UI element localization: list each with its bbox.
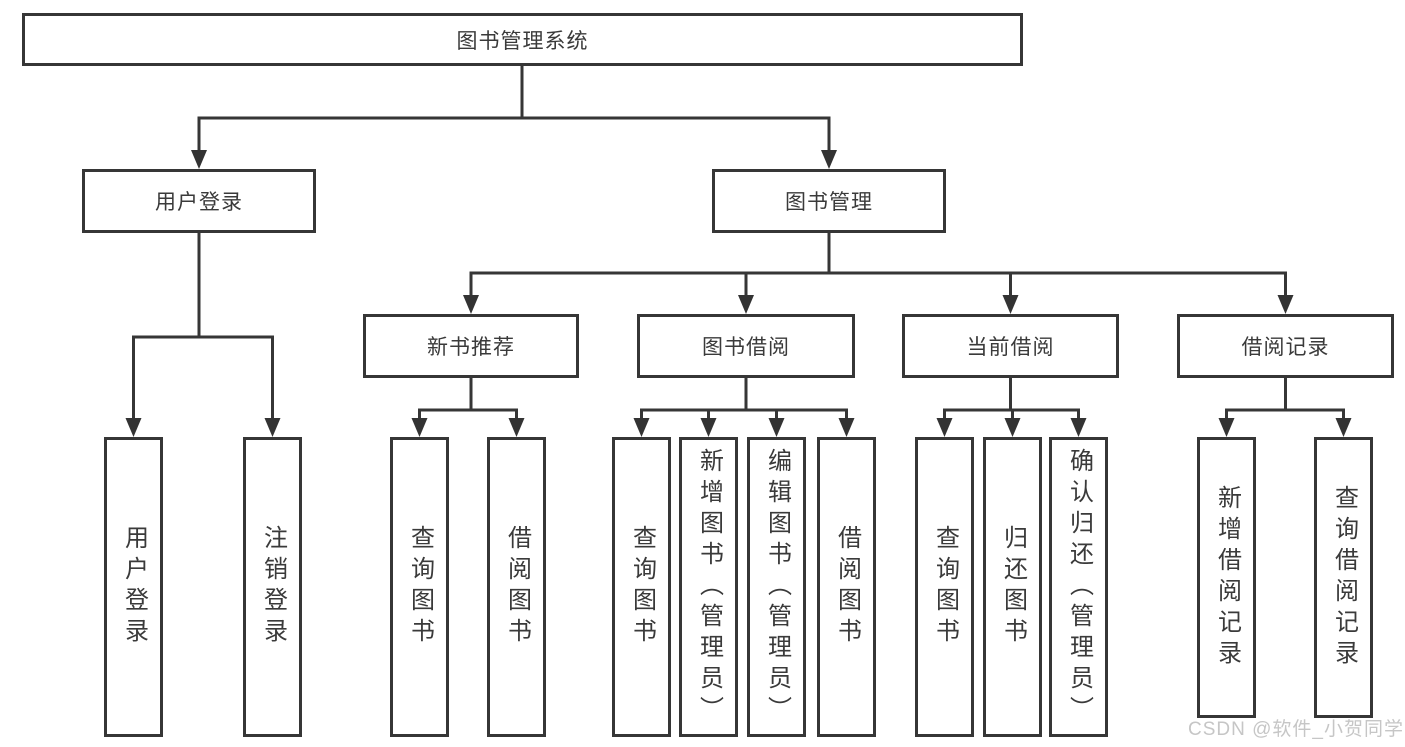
edge-new-book-recommend-to-children	[418, 376, 518, 426]
node-new-book-recommend: 新书推荐	[363, 314, 579, 378]
edge-root-to-level2	[197, 64, 831, 158]
arrow-down-icon	[1335, 418, 1352, 437]
arrow-down-icon	[738, 295, 754, 314]
arrow-down-icon	[125, 418, 142, 437]
leaf-confirm-return-admin: 确认归还（管理员）	[1049, 437, 1108, 737]
leaf-borrow-query-book: 查询图书	[612, 437, 671, 737]
node-root: 图书管理系统	[22, 13, 1023, 66]
leaf-edit-book-admin: 编辑图书（管理员）	[747, 437, 806, 737]
leaf-logout: 注销登录	[243, 437, 302, 737]
edge-book-management-to-level3	[469, 231, 1287, 303]
arrow-down-icon	[1002, 295, 1019, 314]
csdn-watermark: CSDN @软件_小贺同学	[1188, 719, 1404, 740]
arrow-down-icon	[508, 418, 525, 437]
leaf-return-book: 归还图书	[983, 437, 1042, 737]
arrow-down-icon	[411, 418, 428, 437]
arrow-down-icon	[1218, 418, 1235, 437]
edge-borrow-records-to-children	[1225, 376, 1345, 426]
leaf-user-login: 用户登录	[104, 437, 163, 737]
edge-current-borrow-to-children	[943, 376, 1080, 426]
edge-book-borrow-to-children	[640, 376, 848, 426]
node-book-management: 图书管理	[712, 169, 946, 233]
leaf-query-borrow-record: 查询借阅记录	[1314, 437, 1373, 718]
node-user-login: 用户登录	[82, 169, 316, 233]
node-current-borrow: 当前借阅	[902, 314, 1119, 378]
leaf-borrow-book: 借阅图书	[817, 437, 876, 737]
leaf-add-book-admin: 新增图书（管理员）	[679, 437, 738, 737]
leaf-current-query-book: 查询图书	[915, 437, 974, 737]
arrow-down-icon	[700, 418, 717, 437]
arrow-down-icon	[191, 150, 207, 169]
leaf-add-borrow-record: 新增借阅记录	[1197, 437, 1256, 718]
edge-user-login-to-children	[132, 231, 274, 426]
arrow-down-icon	[1070, 418, 1087, 437]
arrow-down-icon	[1277, 295, 1294, 314]
arrow-down-icon	[264, 418, 281, 437]
arrow-down-icon	[633, 418, 650, 437]
arrow-down-icon	[936, 418, 953, 437]
arrow-down-icon	[1004, 418, 1021, 437]
node-borrow-records: 借阅记录	[1177, 314, 1394, 378]
leaf-recommend-query-book: 查询图书	[390, 437, 449, 737]
arrow-down-icon	[463, 295, 479, 314]
leaf-recommend-borrow-book: 借阅图书	[487, 437, 546, 737]
arrow-down-icon	[838, 418, 855, 437]
arrow-down-icon	[768, 418, 785, 437]
arrow-down-icon	[821, 150, 837, 169]
node-book-borrow: 图书借阅	[637, 314, 855, 378]
